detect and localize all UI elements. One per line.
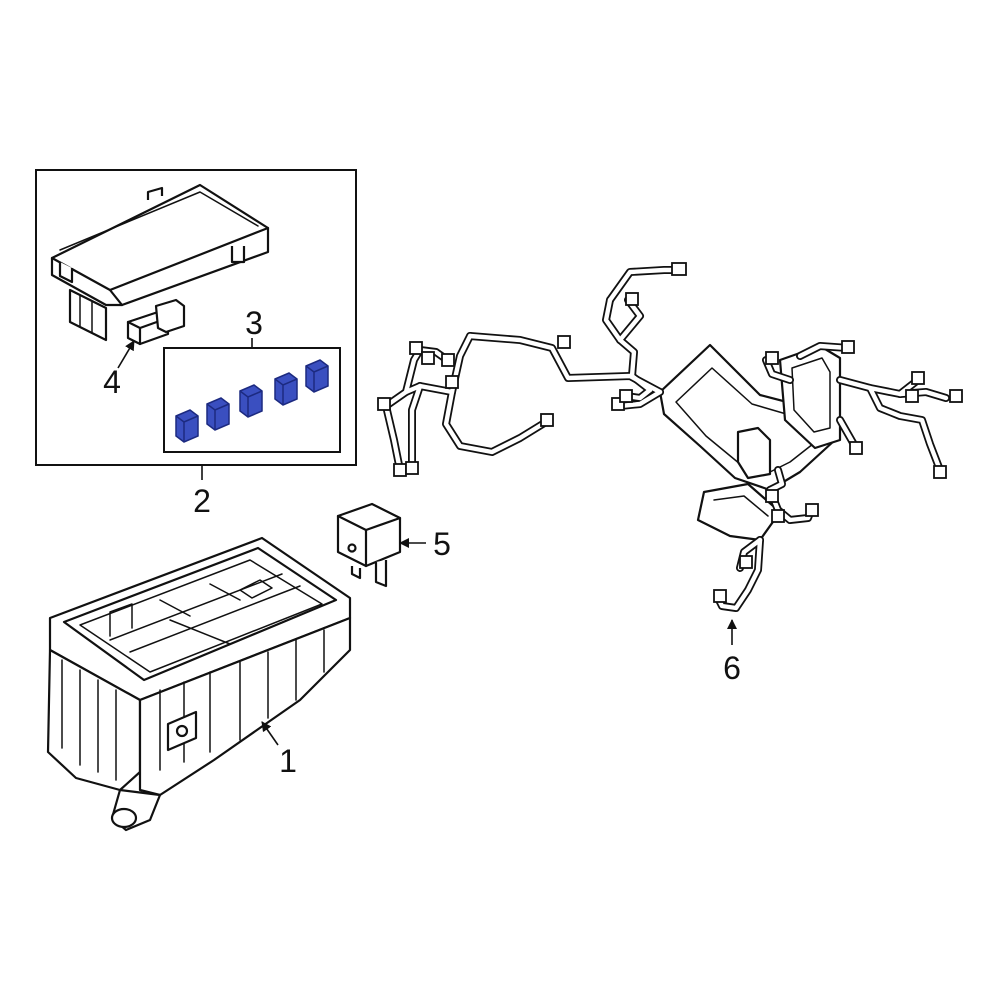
fuse-2 [206, 397, 230, 431]
callout-5: 5 [433, 526, 451, 562]
leader-1 [261, 721, 279, 746]
fuse-box-body [46, 536, 352, 832]
small-fuse-part [126, 298, 186, 346]
callout-3: 3 [245, 305, 263, 341]
fuse-5 [305, 359, 329, 393]
relay [336, 502, 402, 588]
fuse-set [175, 359, 329, 443]
fuse-1 [175, 409, 199, 443]
harness-connectors [377, 262, 963, 603]
harness-wires-fill [383, 267, 949, 611]
callout-1: 1 [279, 743, 297, 779]
fuse-4 [274, 372, 298, 406]
callout-6: 6 [723, 650, 741, 686]
kit-frame [35, 169, 357, 466]
callout-2: 2 [193, 483, 211, 519]
wiring-harness [377, 262, 963, 612]
fuse-3 [239, 384, 263, 418]
fuse-box-cover [50, 183, 270, 342]
harness-wires-outline [382, 266, 950, 612]
callout-4: 4 [103, 364, 121, 400]
leader-4 [117, 340, 135, 369]
